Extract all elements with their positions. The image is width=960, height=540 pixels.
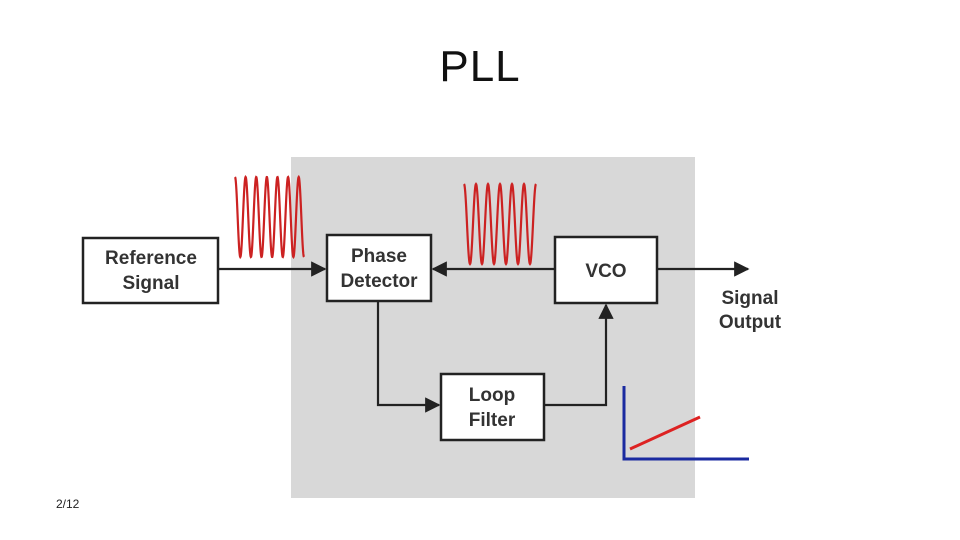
loop-filter-label-line2: Filter	[469, 410, 516, 431]
loop-filter-block: Loop Filter	[439, 372, 546, 442]
page-number: 2/12	[56, 497, 80, 511]
feedback-waveform	[463, 182, 537, 266]
vco-label: VCO	[585, 261, 626, 282]
reference-signal-block: Reference Signal	[81, 236, 220, 305]
plot-ramp-line	[629, 415, 701, 451]
vco-characteristic-plot	[622, 386, 749, 461]
signal-output-label-line1: Signal	[721, 288, 778, 309]
loop-filter-label-line1: Loop	[469, 385, 515, 406]
filter-to-vco-arrow	[544, 303, 614, 407]
reference-waveform	[234, 174, 305, 260]
detector-to-filter-arrow	[376, 301, 441, 413]
phase-detector-block: Phase Detector	[325, 233, 433, 303]
phase-detector-label-line1: Phase	[351, 246, 407, 267]
phase-detector-label-line2: Detector	[340, 271, 418, 292]
reference-signal-label-line2: Signal	[122, 273, 179, 294]
slide-title: PLL	[439, 42, 521, 91]
signal-output-label-line2: Output	[719, 312, 782, 333]
plot-axes	[622, 386, 749, 461]
vco-block: VCO	[553, 235, 659, 305]
reference-signal-label-line1: Reference	[105, 248, 197, 269]
